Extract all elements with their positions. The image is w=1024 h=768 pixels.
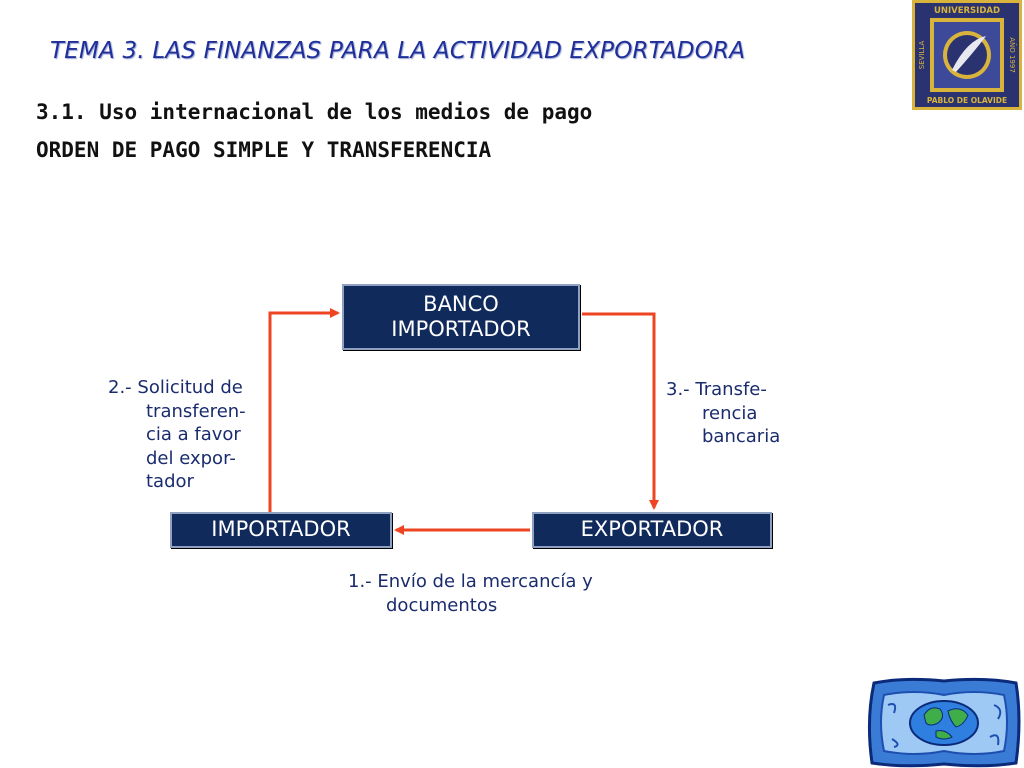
logo-bottom-text: PABLO DE OLAVIDE — [927, 96, 1007, 105]
label-step-3-line: 3.- Transfe- — [666, 379, 767, 400]
section-heading: 3.1. Uso internacional de los medios de … — [36, 100, 593, 124]
node-importador: IMPORTADOR — [170, 512, 392, 548]
label-step-2: 2.- Solicitud de transferen- cia a favor… — [108, 376, 246, 494]
label-step-2-line: del expor- — [146, 447, 236, 469]
globe-clipart-icon — [867, 677, 1021, 768]
topic-heading: ORDEN DE PAGO SIMPLE Y TRANSFERENCIA — [36, 138, 492, 162]
node-banco-line1: BANCO — [423, 291, 499, 316]
slide-title: TEMA 3. LAS FINANZAS PARA LA ACTIVIDAD E… — [50, 38, 746, 64]
arrow-importador-to-banco — [268, 308, 340, 512]
node-banco-importador: BANCO IMPORTADOR — [342, 284, 580, 350]
node-banco-line2: IMPORTADOR — [391, 317, 531, 341]
arrow-banco-to-exportador — [582, 312, 659, 510]
node-exportador: EXPORTADOR — [532, 512, 772, 548]
label-step-3: 3.- Transfe- rencia bancaria — [666, 378, 780, 449]
feather-icon — [952, 36, 986, 72]
label-step-2-line: 2.- Solicitud de — [108, 377, 243, 398]
label-step-3-line: bancaria — [702, 426, 781, 447]
logo-top-text: UNIVERSIDAD — [934, 6, 1000, 16]
label-step-1: 1.- Envío de la mercancía y documentos — [348, 570, 593, 617]
logo-left-text: SEVILLA — [918, 41, 926, 70]
label-step-2-line: cia a favor — [146, 424, 241, 445]
label-step-1-line: documentos — [386, 594, 498, 616]
label-step-2-line: transferen- — [146, 400, 246, 422]
label-step-1-line: 1.- Envío de la mercancía y — [348, 571, 593, 592]
logo-right-text: AÑO 1997 — [1008, 37, 1017, 73]
label-step-2-line: tador — [146, 471, 194, 492]
label-step-3-line: rencia — [702, 402, 758, 424]
university-logo: UNIVERSIDAD PABLO DE OLAVIDE SEVILLA AÑO… — [912, 0, 1022, 110]
